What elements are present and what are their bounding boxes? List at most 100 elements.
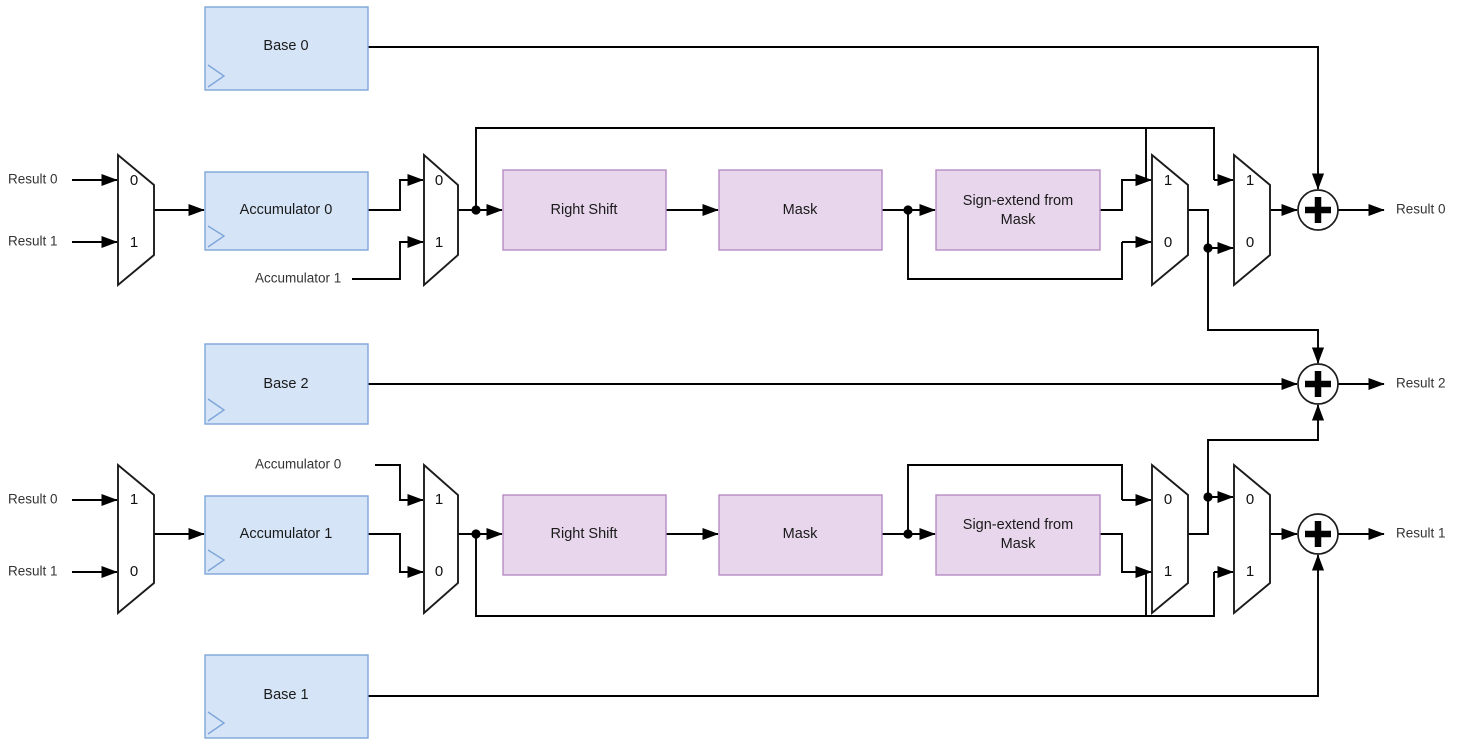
wire-unsigned-bottom-to-muxsel1 (907, 464, 1123, 534)
mux-input-select-top-body[interactable] (117, 152, 155, 288)
wire-acc0-to-muxacc0-in0 (368, 173, 424, 211)
mux-signextend-select-top-option-0: 0 (1164, 234, 1172, 251)
wire-acc1label-to-muxacc0-in1 (352, 235, 424, 280)
input-label-accumulator1-top: Accumulator 1 (255, 271, 341, 286)
clock-triangle-icon (207, 549, 226, 572)
mux-signextend-select-top-option-1: 1 (1164, 172, 1172, 189)
wire-sext0-to-muxsel0-in1 (1100, 173, 1152, 211)
mux-signextend-select-bottom-option-1: 1 (1164, 563, 1172, 580)
op-sign-extend-top-body[interactable] (935, 169, 1101, 251)
op-sign-extend-top[interactable]: Sign-extend from Mask (935, 169, 1101, 251)
mux-output-select-bottom-option-0: 0 (1246, 491, 1254, 508)
mux-accumulator-select-top[interactable]: 0 1 (423, 152, 459, 288)
wire-acc1-to-muxacc1-in0 (368, 533, 424, 579)
register-base2-body[interactable] (204, 343, 369, 425)
junction-dot-bottom-muxacc1 (471, 529, 481, 539)
op-right-shift-bottom-body[interactable] (502, 494, 667, 576)
op-sign-extend-top-label-line2: Mask (1001, 212, 1036, 228)
wire-base0-to-adder0 (368, 46, 1319, 182)
io-labels: Result 0 Result 1 Accumulator 1 Result 0… (8, 172, 1446, 579)
op-sign-extend-bottom-label-line2: Mask (1001, 536, 1036, 552)
adder-result2[interactable] (1297, 363, 1339, 405)
op-mask-top-body[interactable] (718, 169, 883, 251)
register-base0-body[interactable] (204, 6, 369, 91)
mux-input-select-bottom-option-0: 0 (130, 563, 138, 580)
multiplexers: 0 1 0 1 1 0 1 0 (117, 152, 1271, 616)
register-accumulator0-label: Accumulator 0 (240, 202, 333, 218)
mux-signextend-select-bottom-body[interactable] (1151, 462, 1189, 616)
clock-triangle-icon (207, 225, 226, 248)
register-accumulator1[interactable]: Accumulator 1 (204, 495, 369, 575)
mux-output-select-top[interactable]: 1 0 (1233, 152, 1271, 288)
junction-dot-top-muxacc0 (471, 205, 481, 215)
register-base1-body[interactable] (204, 654, 369, 739)
op-right-shift-top-label: Right Shift (551, 202, 618, 218)
op-sign-extend-bottom-label-line1: Sign-extend from (963, 517, 1073, 533)
input-label-result0-bottom: Result 0 (8, 492, 58, 507)
register-base2-label: Base 2 (263, 376, 308, 392)
register-accumulator0[interactable]: Accumulator 0 (204, 171, 369, 251)
op-right-shift-top-body[interactable] (502, 169, 667, 251)
mux-accumulator-select-bottom-body[interactable] (423, 462, 459, 616)
register-blocks: Base 0 Accumulator 0 Base 2 Accumulator … (204, 6, 369, 739)
mux-signextend-select-top-body[interactable] (1151, 152, 1189, 288)
wire-base1-to-adder1 (368, 562, 1319, 697)
wire-bypasscross-bottom (1146, 572, 1215, 617)
op-sign-extend-bottom-body[interactable] (935, 494, 1101, 576)
op-sign-extend-top-label-line1: Sign-extend from (963, 193, 1073, 209)
junction-dot-top-mask0 (903, 205, 913, 215)
output-label-result0: Result 0 (1396, 202, 1446, 217)
wire-bypass-bottom-to-muxsel1 (475, 534, 1147, 617)
register-base0-label: Base 0 (263, 38, 308, 54)
output-label-result1: Result 1 (1396, 526, 1446, 541)
op-right-shift-bottom-label: Right Shift (551, 526, 618, 542)
wire-bypasscross-top (1146, 127, 1215, 180)
register-base2[interactable]: Base 2 (204, 343, 369, 425)
register-accumulator0-body[interactable] (204, 171, 369, 251)
op-sign-extend-bottom[interactable]: Sign-extend from Mask (935, 494, 1101, 576)
op-right-shift-top[interactable]: Right Shift (502, 169, 667, 251)
wire-muxsel1-out (1180, 497, 1209, 535)
op-mask-top[interactable]: Mask (718, 169, 883, 251)
op-right-shift-bottom[interactable]: Right Shift (502, 494, 667, 576)
register-base1-label: Base 1 (263, 687, 308, 703)
mux-input-select-top[interactable]: 0 1 (117, 152, 155, 288)
mux-output-select-top-option-0: 0 (1246, 234, 1254, 251)
register-accumulator1-label: Accumulator 1 (240, 526, 333, 542)
op-mask-bottom-body[interactable] (718, 494, 883, 576)
operation-blocks: Right Shift Mask Sign-extend from Mask R… (502, 169, 1101, 576)
input-label-result0-top: Result 0 (8, 172, 58, 187)
op-mask-bottom-label: Mask (783, 526, 818, 542)
op-mask-top-label: Mask (783, 202, 818, 218)
clock-triangle-icon (207, 711, 226, 735)
register-base0[interactable]: Base 0 (204, 6, 369, 91)
mux-accumulator-select-bottom-option-1: 1 (435, 491, 443, 508)
clock-triangle-icon (207, 398, 226, 422)
mux-input-select-bottom-body[interactable] (117, 462, 155, 616)
mux-output-select-bottom[interactable]: 0 1 (1233, 462, 1271, 616)
junction-dot-bottom-mask1 (903, 529, 913, 539)
mux-signextend-select-top[interactable]: 1 0 (1151, 152, 1189, 288)
adder-result1[interactable] (1297, 513, 1339, 555)
mux-accumulator-select-bottom[interactable]: 1 0 (423, 462, 459, 616)
adder-result0[interactable] (1297, 189, 1339, 231)
mux-accumulator-select-top-option-0: 0 (435, 172, 443, 189)
adders (1297, 189, 1339, 555)
mux-signextend-select-bottom-option-0: 0 (1164, 491, 1172, 508)
mux-accumulator-select-top-body[interactable] (423, 152, 459, 288)
input-label-result1-top: Result 1 (8, 234, 58, 249)
clock-triangle-icon (207, 64, 226, 88)
mux-output-select-bottom-body[interactable] (1233, 462, 1271, 616)
op-mask-bottom[interactable]: Mask (718, 494, 883, 576)
mux-output-select-bottom-option-1: 1 (1246, 563, 1254, 580)
wire-bottom-cross-to-result2 (1207, 412, 1319, 497)
register-base1[interactable]: Base 1 (204, 654, 369, 739)
mux-input-select-bottom[interactable]: 1 0 (117, 462, 155, 616)
wire-acc0label-to-muxacc1-in1 (375, 464, 424, 507)
register-accumulator1-body[interactable] (204, 495, 369, 575)
mux-accumulator-select-bottom-option-0: 0 (435, 563, 443, 580)
mux-output-select-top-body[interactable] (1233, 152, 1271, 288)
mux-output-select-top-option-1: 1 (1246, 172, 1254, 189)
mux-signextend-select-bottom[interactable]: 0 1 (1151, 462, 1189, 616)
